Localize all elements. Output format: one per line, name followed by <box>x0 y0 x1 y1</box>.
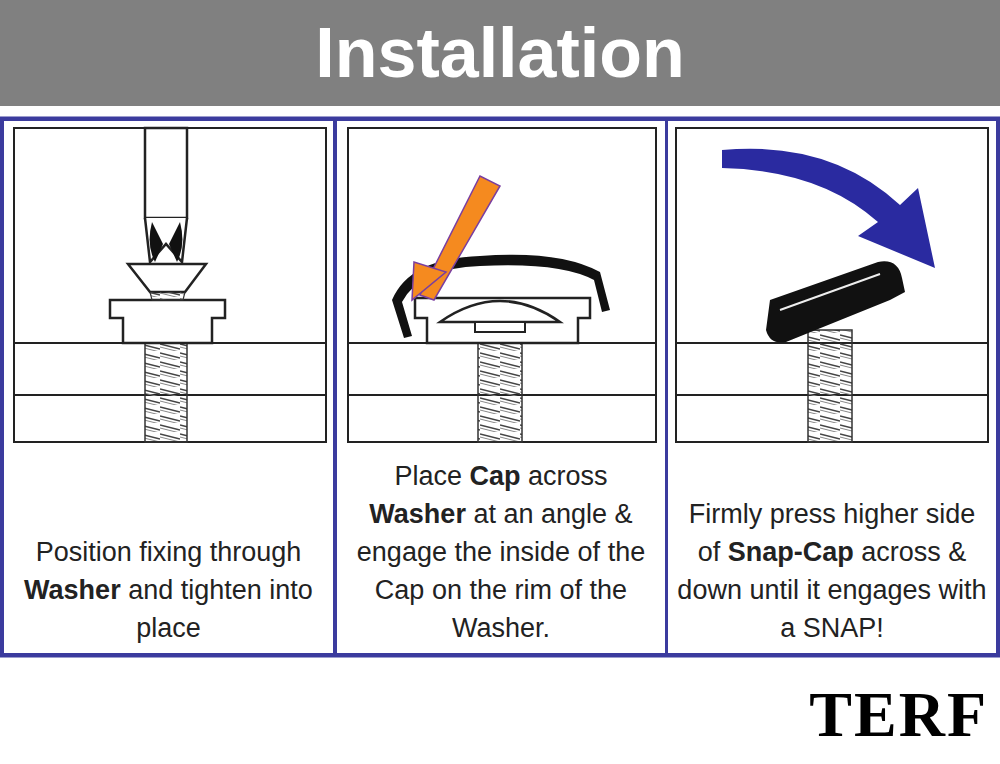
page-title: Installation <box>0 0 1000 106</box>
caption-word: across <box>528 461 608 491</box>
panel-2-art <box>348 128 656 442</box>
caption-word: of <box>560 575 583 605</box>
caption-word: of <box>698 537 721 567</box>
caption-word: angle <box>541 499 607 529</box>
caption-word: fixing <box>139 537 202 567</box>
caption-word: the <box>608 537 646 567</box>
caption-word: Washer. <box>452 613 550 643</box>
step-panel: Place Cap across Washer at an angle & en… <box>335 119 667 655</box>
step-caption: Firmly press higher side of Snap-Cap acr… <box>676 495 988 647</box>
caption-word: Place <box>394 461 462 491</box>
caption-word: through <box>210 537 302 567</box>
caption-word: Cap <box>470 461 521 491</box>
caption-word: tighten <box>181 575 262 605</box>
caption-word: & <box>948 537 966 567</box>
caption-word: into <box>269 575 313 605</box>
caption-word: with <box>939 575 987 605</box>
caption-word: Snap-Cap <box>728 537 854 567</box>
caption-word: the <box>469 575 507 605</box>
caption-word: until <box>749 575 799 605</box>
panel-1-art <box>14 128 326 442</box>
caption-word: Cap <box>375 575 425 605</box>
caption-word: the <box>590 575 628 605</box>
caption-word: & <box>615 499 633 529</box>
step-panel: Firmly press higher side of Snap-Cap acr… <box>666 119 998 655</box>
caption-word: Position <box>36 537 132 567</box>
caption-word: engage <box>357 537 447 567</box>
caption-word: the <box>454 537 492 567</box>
outer-frame <box>1 118 999 656</box>
caption-word: inside <box>500 537 571 567</box>
caption-word: place <box>136 613 201 643</box>
caption-word: Firmly <box>689 499 762 529</box>
caption-word: and <box>128 575 173 605</box>
caption-word: rim <box>515 575 552 605</box>
caption-word: it <box>806 575 820 605</box>
caption-word: a <box>780 613 795 643</box>
panel-3-art <box>676 128 988 442</box>
header-bar: Installation <box>0 0 1000 106</box>
caption-word: SNAP! <box>803 613 884 643</box>
caption-word: on <box>432 575 462 605</box>
caption-word: engages <box>827 575 931 605</box>
caption-word: press <box>770 499 836 529</box>
step-panel: Position fixing through Washer and tight… <box>2 119 335 655</box>
caption-word: side <box>926 499 976 529</box>
caption-word: higher <box>843 499 918 529</box>
caption-word: Washer <box>24 575 121 605</box>
caption-word: down <box>677 575 742 605</box>
caption-word: at <box>473 499 496 529</box>
step-caption: Position fixing through Washer and tight… <box>12 533 325 647</box>
caption-word: Washer <box>369 499 466 529</box>
caption-word: across <box>861 537 941 567</box>
brand-logo: TERF <box>809 678 988 752</box>
caption-word: of <box>578 537 601 567</box>
step-caption: Place Cap across Washer at an angle & en… <box>345 457 657 647</box>
caption-word: an <box>503 499 533 529</box>
